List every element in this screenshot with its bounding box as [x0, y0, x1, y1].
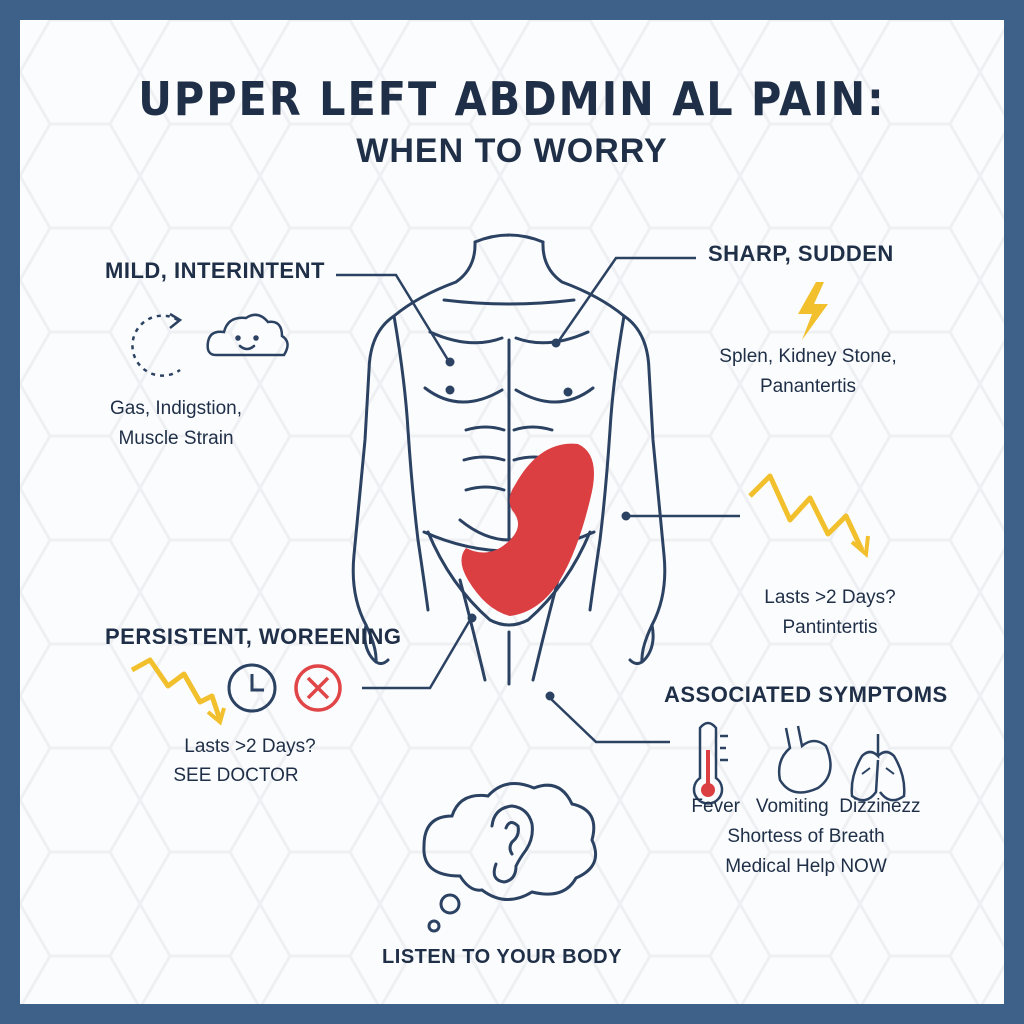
footer-label: LISTEN TO YOUR BODY	[382, 946, 622, 968]
zigzag-arrow-icon	[130, 657, 223, 721]
page-title: UPPER LEFT ABDMIN AL PAIN:	[138, 72, 886, 126]
body-diagram	[130, 233, 906, 933]
page-subtitle: WHEN TO WORRY	[356, 132, 668, 170]
lungs-icon	[850, 734, 906, 802]
associated-heading: ASSOCIATED SYMPTOMS	[664, 682, 948, 707]
associated-line-3: Medical Help NOW	[725, 856, 887, 877]
persistent-line-2: SEE DOCTOR	[173, 765, 299, 786]
sharp-line-2: Panantertis	[759, 376, 857, 397]
lasting-line-2: Pantintertis	[782, 617, 878, 638]
associated-line-1: Fever Vomiting Dizzinezz	[691, 796, 921, 817]
sharp-heading: SHARP, SUDDEN	[708, 241, 894, 266]
clock-icon	[227, 663, 277, 713]
ear-icon	[490, 804, 534, 884]
infographic-canvas: UPPER LEFT ABDMIN AL PAIN: WHEN TO WORRY	[20, 20, 1004, 1004]
mild-line-1: Gas, Indigstion,	[109, 398, 243, 419]
pain-area	[461, 443, 594, 616]
lightning-icon	[798, 282, 828, 340]
persistent-line-1: Lasts >2 Days?	[184, 736, 316, 757]
hexagon-background	[20, 20, 1004, 1004]
cloud-face-icon	[206, 313, 289, 357]
mild-line-2: Muscle Strain	[118, 428, 234, 449]
zigzag-arrow-icon	[748, 473, 865, 552]
thought-bubble-icon	[422, 782, 597, 933]
cancel-icon	[294, 664, 342, 712]
cycle-arrow-icon	[131, 312, 183, 377]
mild-heading: MILD, INTERINTENT	[105, 258, 325, 283]
stomach-icon	[777, 725, 832, 794]
thermometer-icon	[692, 721, 728, 805]
persistent-heading: PERSISTENT, WOREENING	[105, 624, 402, 649]
associated-line-2: Shortess of Breath	[727, 826, 885, 847]
lasting-line-1: Lasts >2 Days?	[764, 587, 896, 608]
sharp-line-1: Splen, Kidney Stone,	[719, 346, 897, 367]
